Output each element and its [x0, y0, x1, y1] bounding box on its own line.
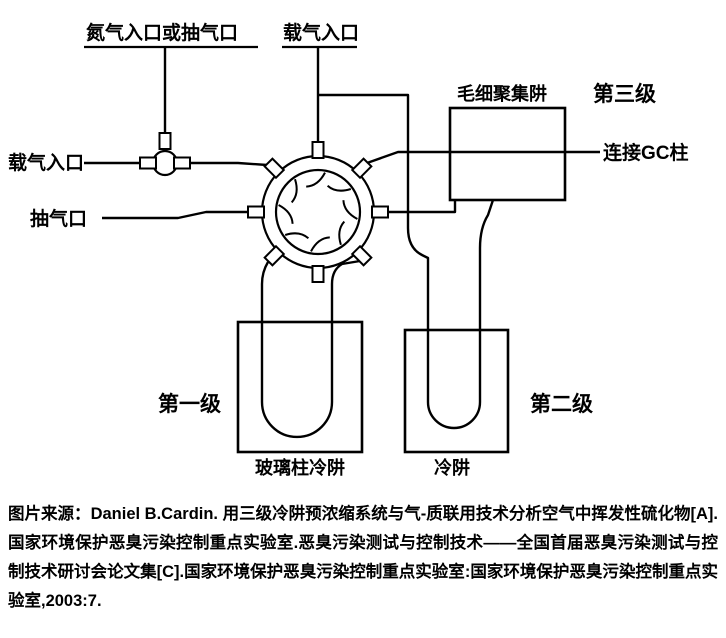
- valve-port-e: [371, 205, 389, 219]
- stage1-trap-box: [236, 320, 364, 454]
- caption: 图片来源：Daniel B.Cardin. 用三级冷阱预浓缩系统与气-质联用技术…: [8, 505, 718, 610]
- valve-rotor-channel: [290, 178, 298, 204]
- valve-port-s: [311, 265, 325, 283]
- valve-rotor-channel: [306, 172, 326, 188]
- label-gc-column: 连接GC柱: [603, 141, 689, 164]
- label-stage2: 第二级: [530, 392, 593, 416]
- three-way-port-left: [139, 156, 157, 170]
- valve-to-nw-line: [184, 161, 268, 167]
- valve-port-sw: [263, 244, 286, 267]
- rotary-valve: [247, 141, 389, 283]
- valve-port-se: [350, 244, 373, 267]
- label-nitrogen-inlet: 氮气入口或抽气口: [86, 21, 238, 44]
- pump-line: [102, 210, 248, 220]
- label-glass-column-trap: 玻璃柱冷阱: [255, 457, 345, 478]
- label-stage1: 第一级: [158, 392, 221, 416]
- trap2-tube: [318, 93, 495, 430]
- valve-rotor-channel: [284, 232, 310, 240]
- valve-rotor-channel: [326, 184, 352, 192]
- valve-rotor-channel: [278, 204, 294, 224]
- gc-line: [366, 150, 600, 165]
- valve-port-ne: [350, 157, 373, 180]
- preconcentrator-diagram: 氮气入口或抽气口 载气入口 载气入口 抽气口 毛细聚集阱 第三级 连接GC柱 第…: [8, 21, 689, 478]
- three-way-port-top: [158, 132, 172, 150]
- capillary-trap-box: [448, 106, 567, 202]
- label-capillary-trap: 毛细聚集阱: [457, 83, 547, 104]
- label-carrier-inlet-left: 载气入口: [8, 151, 84, 174]
- valve-rotor-channel: [342, 200, 358, 220]
- valve-port-w: [247, 205, 265, 219]
- label-carrier-inlet-top: 载气入口: [283, 21, 359, 44]
- valve-port-n: [311, 141, 325, 159]
- label-pump-port: 抽气口: [30, 207, 87, 230]
- eport-to-trap3: [388, 200, 457, 214]
- three-way-valve: [139, 132, 191, 177]
- stage2-trap-box: [403, 328, 510, 454]
- label-cold-trap: 冷阱: [434, 457, 470, 478]
- tubing: [84, 45, 600, 439]
- valve-inner-circle: [274, 168, 362, 256]
- label-stage3: 第三级: [593, 82, 656, 106]
- valve-port-nw: [263, 157, 286, 180]
- three-way-port-right: [173, 156, 191, 170]
- valve-rotor-channel: [310, 236, 330, 252]
- trap1-tube: [260, 258, 367, 439]
- valve-rotor-channel: [338, 220, 346, 246]
